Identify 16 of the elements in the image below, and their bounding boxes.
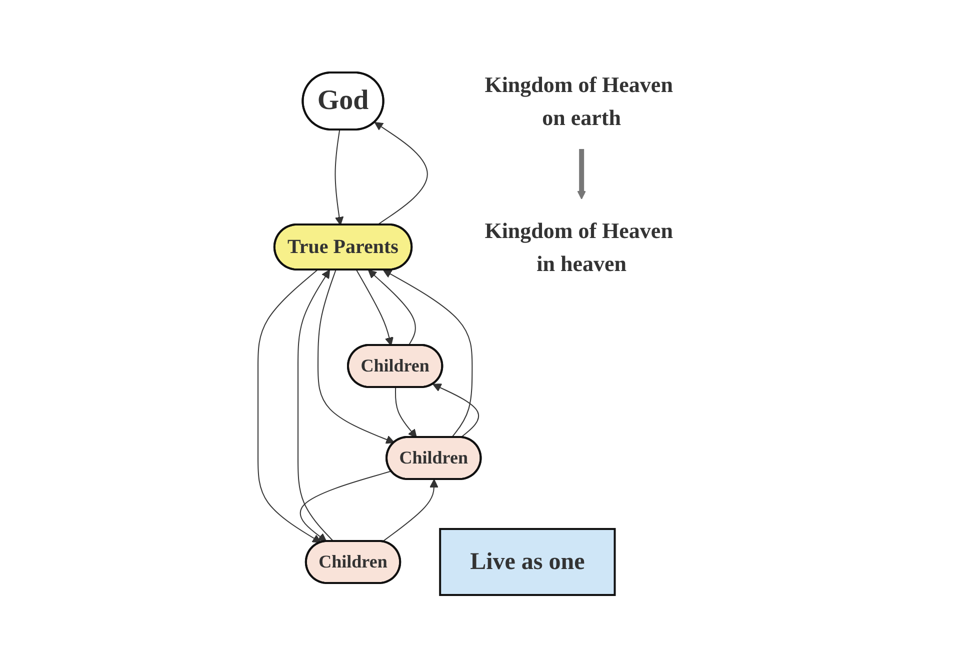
arrow bbox=[258, 270, 322, 543]
node-text: Kingdom of Heaven on earth bbox=[484, 72, 674, 130]
arrow bbox=[383, 270, 473, 438]
arrow bbox=[374, 122, 428, 226]
arrow bbox=[318, 270, 395, 444]
arrow bbox=[300, 470, 392, 542]
node-text: Kingdom of Heaven in heaven bbox=[484, 218, 674, 276]
arrow bbox=[395, 387, 418, 438]
arrow bbox=[577, 149, 586, 200]
arrow bbox=[356, 270, 394, 346]
arrow bbox=[334, 130, 344, 226]
arrow bbox=[368, 270, 416, 346]
arrow bbox=[298, 270, 334, 542]
arrow bbox=[432, 384, 480, 438]
arrow bbox=[382, 479, 439, 542]
node-box: Live as one bbox=[439, 528, 616, 596]
